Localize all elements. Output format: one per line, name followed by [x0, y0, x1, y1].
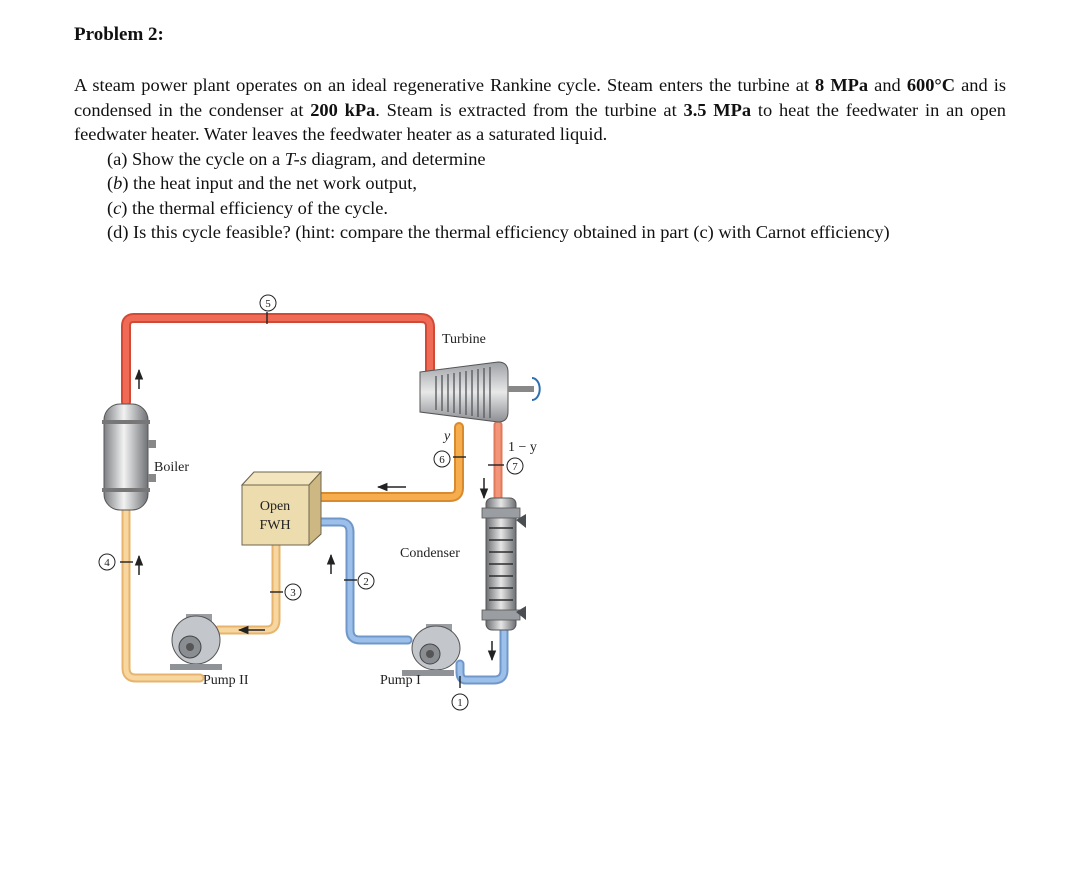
- intro-bold-value: 200 kPa: [310, 99, 376, 120]
- pipes: [121, 313, 509, 685]
- problem-parts: (a) Show the cycle on a T-s diagram, and…: [74, 147, 1006, 245]
- condenser: Condenser: [400, 497, 526, 631]
- flow-arrows: [134, 368, 497, 662]
- pump-1: Pump I: [380, 624, 461, 688]
- intro-text-run: to heat the feedwater in an open feedwat…: [74, 99, 1006, 145]
- condenser-fraction-label: 1 − y: [508, 440, 537, 455]
- turbine: Turbine y 1 − y: [419, 332, 541, 455]
- intro-text-run: and is condensed in the condenser at: [74, 75, 1007, 120]
- pump2-label: Pump II: [203, 673, 249, 688]
- state-7: 7: [512, 461, 518, 473]
- condenser-label: Condenser: [400, 546, 460, 561]
- turbine-label: Turbine: [442, 332, 486, 347]
- state-2: 2: [363, 576, 369, 588]
- part-b: (b) the heat input and the net work outp…: [107, 173, 418, 193]
- state-1: 1: [457, 697, 463, 709]
- state-ticks: [120, 312, 504, 688]
- pipe-condenser-to-pump1: [455, 623, 509, 685]
- pump-2: Pump II: [170, 614, 249, 688]
- ts-diagram-term: T-s: [284, 148, 307, 169]
- intro-text-run: . Steam is extracted from the turbine at: [375, 99, 684, 120]
- fwh-label-line1: Open: [260, 499, 290, 514]
- fwh-label-line2: FWH: [259, 518, 290, 533]
- problem-title: Problem 2:: [74, 24, 164, 45]
- problem-text: A steam power plant operates on an ideal…: [74, 73, 1006, 245]
- intro-text-run: and: [868, 75, 907, 95]
- boiler-label: Boiler: [154, 460, 189, 475]
- extraction-fraction-label: y: [442, 429, 451, 444]
- pipe-fwh-to-pump2: [213, 540, 281, 635]
- state-3: 3: [290, 587, 296, 599]
- state-6: 6: [439, 454, 445, 466]
- intro-text-run: A steam power plant operates on an ideal…: [74, 75, 816, 95]
- part-c: (c) the thermal efficiency of the cycle.: [107, 197, 388, 218]
- intro-bold-value: 3.5 MPa: [683, 99, 752, 120]
- part-c-letter: c: [113, 197, 122, 218]
- intro-bold-value: 8 MPa: [815, 75, 869, 95]
- pipe-boiler-to-turbine: [121, 313, 435, 407]
- state-circles: [98, 294, 524, 711]
- boiler: Boiler: [102, 403, 189, 511]
- problem-intro: A steam power plant operates on an ideal…: [74, 73, 1006, 147]
- open-fwh: Open FWH: [240, 470, 323, 547]
- pump1-label: Pump I: [380, 673, 421, 688]
- state-4: 4: [104, 557, 110, 569]
- part-d: (d) Is this cycle feasible? (hint: compa…: [107, 222, 890, 242]
- state-numbers: 5 4 6 7 3 2 1: [104, 298, 518, 709]
- intro-bold-value: 600°C: [906, 75, 956, 95]
- part-b-letter: b: [113, 173, 123, 193]
- state-5: 5: [265, 298, 271, 310]
- part-a: (a) Show the cycle on a T-s diagram, and…: [107, 148, 486, 169]
